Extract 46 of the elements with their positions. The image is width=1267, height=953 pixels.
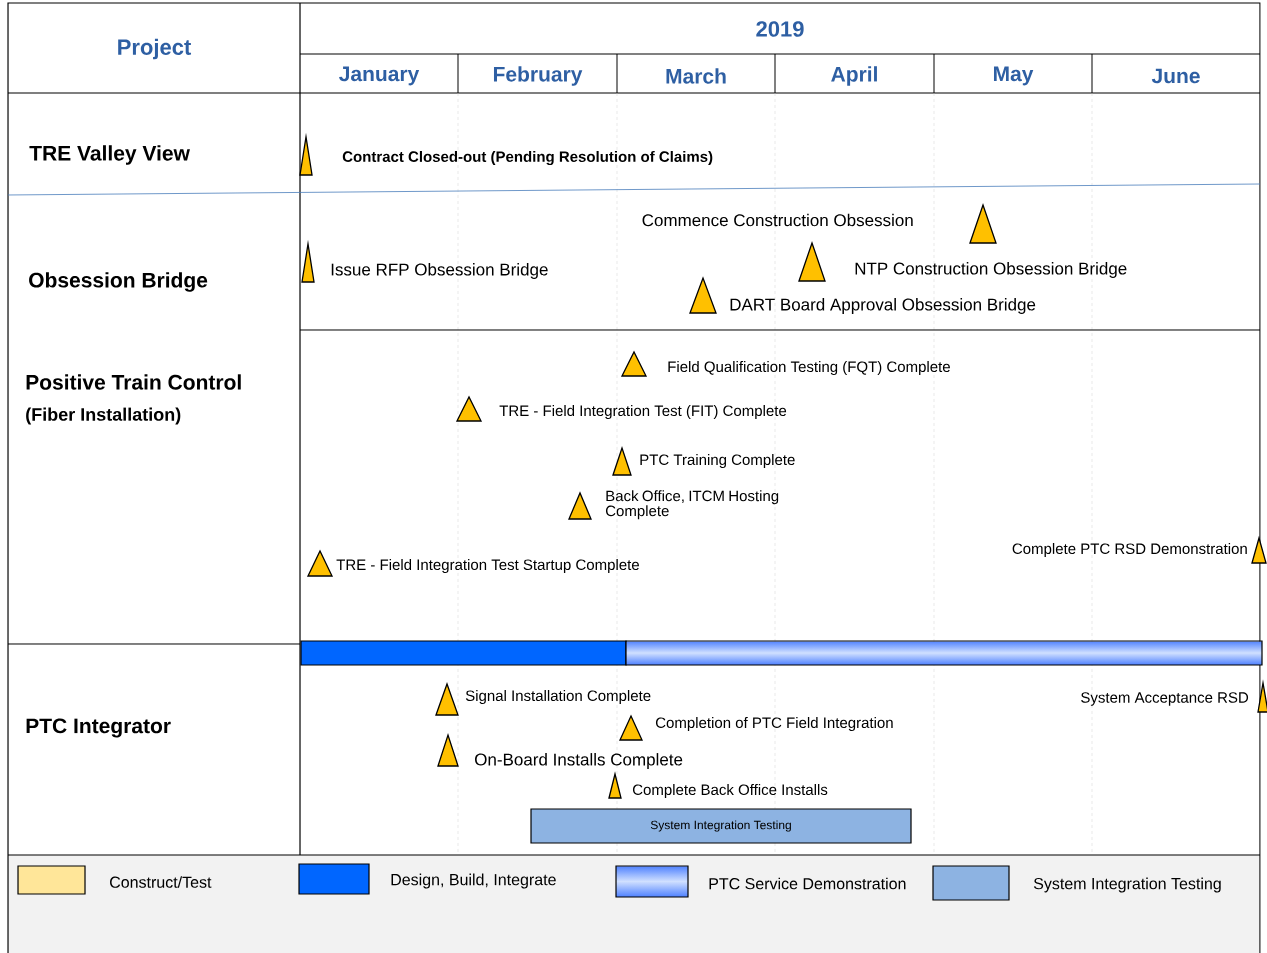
gantt-bar [300,640,627,666]
legend-label: Design, Build, Integrate [391,873,556,889]
month-header: April [831,66,877,86]
milestone-label: TRE - Field Integration Test (FIT) Complete [499,405,787,419]
legend-label: PTC Service Demonstration [709,877,906,890]
gantt-bar [625,640,1263,666]
milestone-label: Back Office, ITCM Hosting Complete [606,490,779,520]
row-label: TRE Valley View [29,145,190,165]
milestone-label: TRE - Field Integration Test Startup Complete [336,559,639,573]
milestone-label: DART Board Approval Obsession Bridge [730,298,1036,314]
milestone-label: Complete Back Office Installs [632,784,828,798]
legend-label: Construct/Test [110,876,212,888]
milestone-label: Commence Construction Obsession [642,213,913,227]
month-header: March [666,68,726,84]
column-header: Project [118,38,192,60]
milestone-triangle [437,732,459,767]
milestone-triangle [568,491,592,520]
month-header: May [994,66,1034,86]
milestone-triangle [1257,679,1267,713]
milestone-label: Complete PTC RSD Demonstration [1012,543,1247,557]
month-header: June [1151,68,1200,84]
milestone-label: NTP Construction Obsession Bridge [855,262,1127,278]
milestone-label: On-Board Installs Complete [475,753,683,769]
month-header: February [494,66,583,86]
milestone-triangle [1251,535,1267,564]
row-label: Positive Train Control [26,374,241,390]
milestone-label: PTC Training Complete [640,454,795,468]
task-bar: System Integration Testing [530,808,912,844]
row-label: PTC Integrator [26,718,171,738]
milestone-triangle [798,241,826,282]
year-header: 2019 [756,21,804,37]
month-header: January [339,66,420,86]
milestone-label: Signal Installation Complete [465,690,651,704]
milestone-triangle [608,771,622,799]
milestone-label: Issue RFP Obsession Bridge [331,263,548,279]
milestone-label: Completion of PTC Field Integration [656,717,893,731]
milestone-triangle [969,203,997,244]
milestone-triangle [612,445,632,476]
milestone-label: Field Qualification Testing (FQT) Complete [668,361,950,375]
milestone-label: System Acceptance RSD [1081,692,1249,706]
legend-label: System Integration Testing [1033,877,1221,893]
row-label: (Fiber Installation) [26,407,181,425]
milestone-triangle [689,276,717,314]
milestone-label: Contract Closed-out (Pending Resolution of Claims) [342,151,713,166]
milestone-triangle [435,682,459,716]
row-label: Obsession Bridge [29,272,208,292]
